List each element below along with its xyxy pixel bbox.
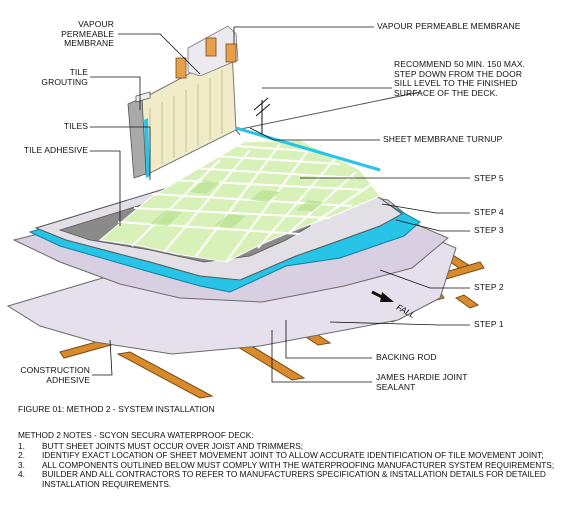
label-tile-adhesive: TILE ADHESIVE bbox=[23, 145, 88, 155]
label-recommend-step-down: RECOMMEND 50 MIN. 150 MAX.STEP DOWN FROM… bbox=[394, 59, 526, 98]
label-backing-rod: BACKING ROD bbox=[376, 352, 437, 362]
label-vapour-membrane-right: VAPOUR PERMEABLE MEMBRANE bbox=[377, 21, 521, 31]
notes-title: METHOD 2 NOTES - SCYON SECURA WATERPROOF… bbox=[18, 430, 254, 440]
leader-lines bbox=[90, 26, 470, 383]
label-tiles: TILES bbox=[63, 121, 88, 131]
tiles-step5 bbox=[98, 139, 381, 263]
note-item: 1.BUTT SHEET JOINTS MUST OCCUR OVER JOIS… bbox=[18, 440, 304, 451]
method-notes: METHOD 2 NOTES - SCYON SECURA WATERPROOF… bbox=[18, 430, 558, 490]
label-sheet-membrane-turnup: SHEET MEMBRANE TURNUP bbox=[383, 134, 503, 144]
note-item: 3.ALL COMPONENTS OUTLINED BELOW MUST COM… bbox=[18, 459, 555, 470]
note-item: 2.IDENTIFY EXACT LOCATION OF SHEET MOVEM… bbox=[18, 450, 544, 461]
label-step4: STEP 4 bbox=[474, 207, 504, 217]
note-item: 4.BUILDER AND ALL CONTRACTORS TO REFER T… bbox=[18, 469, 546, 489]
label-step2: STEP 2 bbox=[474, 282, 504, 292]
label-step1: STEP 1 bbox=[474, 319, 504, 329]
fall-arrow bbox=[371, 290, 394, 302]
system-installation-diagram bbox=[6, 25, 485, 399]
wall-assembly bbox=[127, 25, 421, 179]
step-down-dimension bbox=[253, 97, 271, 134]
figure-caption: FIGURE 01: METHOD 2 - SYSTEM INSTALLATIO… bbox=[18, 404, 215, 414]
label-step3: STEP 3 bbox=[474, 225, 504, 235]
label-step5: STEP 5 bbox=[474, 173, 504, 183]
